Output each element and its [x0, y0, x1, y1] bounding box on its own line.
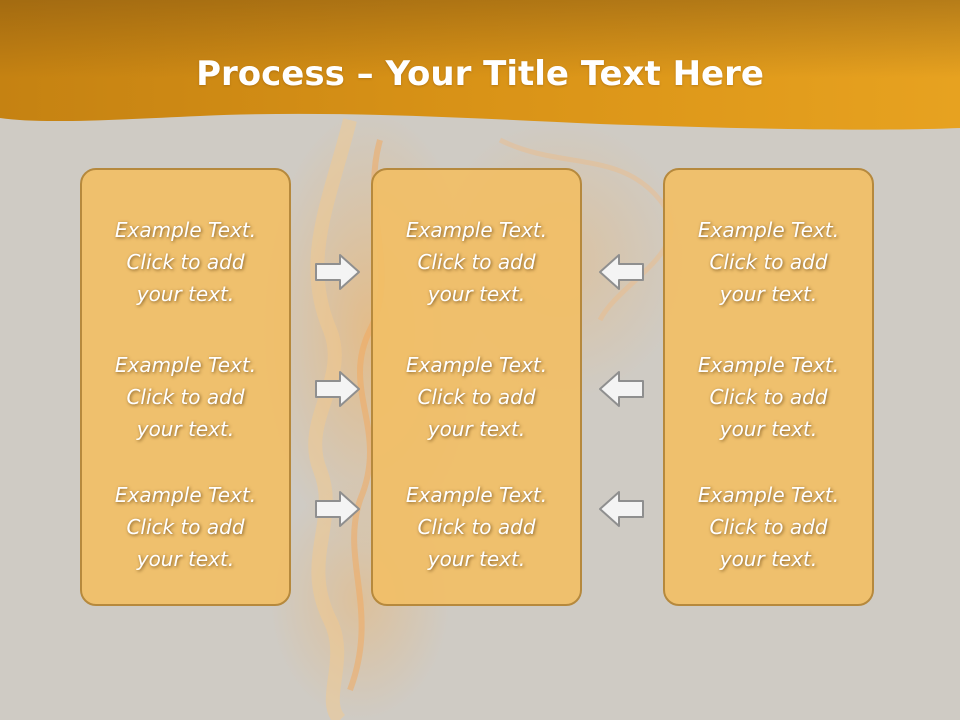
text-line: Click to add — [417, 385, 536, 409]
text-line: your text. — [427, 282, 526, 306]
text-block[interactable]: Example Text. Click to add your text. — [82, 214, 289, 310]
text-line: Click to add — [126, 385, 245, 409]
text-block[interactable]: Example Text. Click to add your text. — [373, 349, 580, 445]
text-line: Example Text. — [697, 218, 840, 242]
middle-text-box[interactable]: Example Text. Click to add your text. Ex… — [371, 168, 582, 606]
text-line: your text. — [719, 282, 818, 306]
text-line: Example Text. — [405, 353, 548, 377]
right-arrow-icon[interactable] — [314, 369, 362, 409]
text-line: Click to add — [417, 250, 536, 274]
text-line: Example Text. — [405, 218, 548, 242]
right-arrow-icon[interactable] — [314, 489, 362, 529]
text-line: your text. — [719, 417, 818, 441]
text-block[interactable]: Example Text. Click to add your text. — [82, 349, 289, 445]
text-block[interactable]: Example Text. Click to add your text. — [665, 349, 872, 445]
left-text-box[interactable]: Example Text. Click to add your text. Ex… — [80, 168, 291, 606]
text-line: Example Text. — [114, 218, 257, 242]
text-line: Click to add — [126, 515, 245, 539]
text-line: your text. — [719, 547, 818, 571]
text-line: Example Text. — [405, 483, 548, 507]
left-arrow-icon[interactable] — [597, 252, 645, 292]
text-line: Example Text. — [697, 353, 840, 377]
text-line: Click to add — [709, 385, 828, 409]
right-arrow-icon[interactable] — [314, 252, 362, 292]
text-line: Example Text. — [697, 483, 840, 507]
text-line: Click to add — [417, 515, 536, 539]
text-line: your text. — [427, 547, 526, 571]
text-block[interactable]: Example Text. Click to add your text. — [665, 479, 872, 575]
title-rest: Your Title Text Here — [385, 54, 764, 94]
text-line: Example Text. — [114, 353, 257, 377]
text-block[interactable]: Example Text. Click to add your text. — [373, 479, 580, 575]
text-line: Click to add — [709, 515, 828, 539]
text-line: your text. — [136, 417, 235, 441]
text-line: your text. — [136, 282, 235, 306]
right-text-box[interactable]: Example Text. Click to add your text. Ex… — [663, 168, 874, 606]
text-line: Click to add — [709, 250, 828, 274]
text-line: Click to add — [126, 250, 245, 274]
left-arrow-icon[interactable] — [597, 489, 645, 529]
text-block[interactable]: Example Text. Click to add your text. — [82, 479, 289, 575]
slide-title[interactable]: Process – Your Title Text Here — [0, 52, 960, 96]
left-arrow-icon[interactable] — [597, 369, 645, 409]
text-line: your text. — [136, 547, 235, 571]
title-strong: Process — [196, 54, 345, 94]
text-line: your text. — [427, 417, 526, 441]
title-dash: – — [344, 54, 386, 94]
text-block[interactable]: Example Text. Click to add your text. — [373, 214, 580, 310]
text-block[interactable]: Example Text. Click to add your text. — [665, 214, 872, 310]
text-line: Example Text. — [114, 483, 257, 507]
